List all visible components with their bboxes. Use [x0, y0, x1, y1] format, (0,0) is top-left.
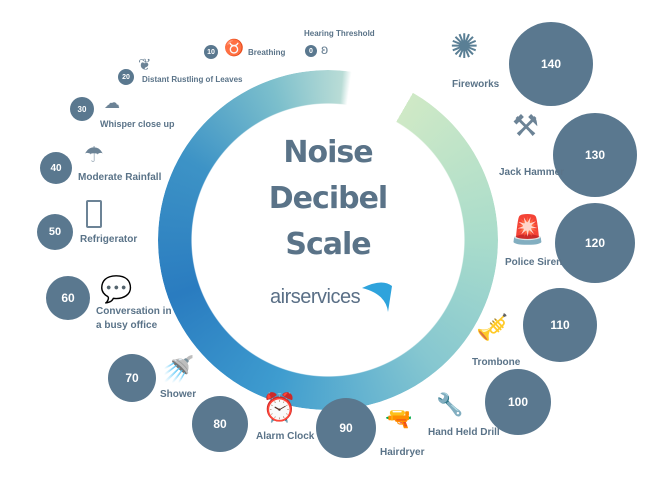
level-label: Police Siren — [505, 257, 563, 268]
hairdryer-icon: 🔫 — [385, 406, 413, 431]
level-label: Moderate Rainfall — [78, 172, 162, 183]
level-circle-80: 80 — [192, 396, 248, 452]
logo-swoosh-icon — [362, 282, 393, 312]
level-label: Hairdryer — [380, 447, 425, 458]
level-circle-90: 90 — [316, 398, 376, 458]
speech-bubbles-icon: 💬 — [100, 274, 133, 304]
title-line: Decibel — [268, 181, 388, 216]
level-label: Fireworks — [452, 79, 500, 90]
level-label: Alarm Clock — [256, 431, 315, 442]
level-label: Jack Hammer — [499, 167, 565, 178]
level-label: Hand Held Drill — [428, 427, 500, 438]
level-circle-40: 40 — [40, 152, 72, 184]
level-circle-20: 20 — [118, 69, 134, 85]
level-label: Distant Rustling of Leaves — [142, 75, 243, 84]
page-title: Noise Decibel Scale — [238, 130, 418, 268]
drill-icon: 🔧 — [436, 392, 464, 417]
fireworks-icon: ✺ — [450, 28, 479, 66]
title-line: Scale — [285, 227, 371, 262]
level-circle-0: 0 — [305, 45, 317, 57]
jackhammer-icon: ⚒ — [512, 110, 539, 143]
refrigerator-icon — [86, 200, 102, 228]
whisper-icon: ☁ — [104, 95, 120, 112]
level-label: Breathing — [248, 48, 286, 57]
level-circle-60: 60 — [46, 276, 90, 320]
level-circle-100: 100 — [485, 369, 551, 435]
shower-icon: 🚿 — [162, 354, 195, 384]
decibel-ring — [158, 70, 498, 410]
airservices-logo: airservices — [270, 280, 394, 314]
title-line: Noise — [283, 135, 373, 170]
level-label: Hearing Threshold — [304, 29, 375, 38]
trombone-icon: 🎺 — [476, 312, 509, 342]
level-label: Conversation in a busy office — [96, 306, 172, 331]
level-label: Whisper close up — [100, 119, 175, 129]
level-label: Trombone — [472, 357, 521, 368]
ear-icon: ʚ — [321, 41, 329, 57]
level-circle-140: 140 — [509, 22, 593, 106]
level-label: Refrigerator — [80, 234, 138, 245]
level-circle-70: 70 — [108, 354, 156, 402]
alarm-clock-icon: ⏰ — [262, 392, 297, 423]
level-label: Shower — [160, 389, 197, 400]
siren-icon: 🚨 — [510, 214, 545, 245]
lungs-icon: ♉ — [224, 40, 244, 57]
level-circle-10: 10 — [204, 45, 218, 59]
rain-cloud-icon: ☂ — [84, 142, 104, 167]
level-circle-30: 30 — [70, 97, 94, 121]
logo-text: airservices — [270, 285, 361, 308]
level-circle-50: 50 — [37, 214, 73, 250]
level-circle-130: 130 — [553, 113, 637, 197]
leaf-icon: ❦ — [138, 57, 152, 74]
level-circle-120: 120 — [555, 203, 635, 283]
level-circle-110: 110 — [523, 288, 597, 362]
